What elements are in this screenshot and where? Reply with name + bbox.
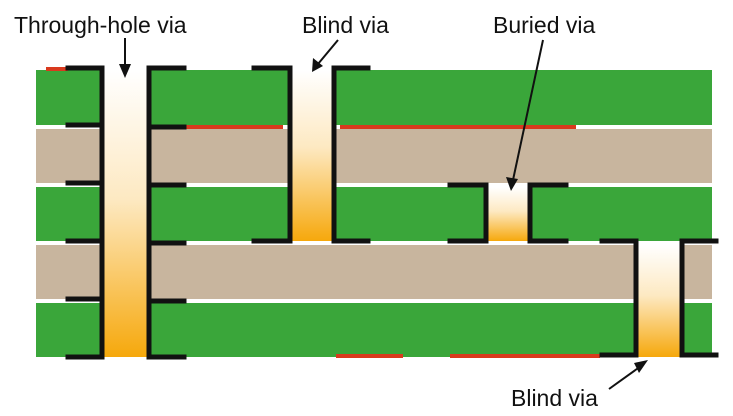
through-hole-arrow (119, 38, 131, 78)
label-blind-via-top: Blind via (302, 12, 389, 38)
blind-via-bottom (599, 238, 719, 358)
buried-via (447, 182, 569, 244)
label-buried-via: Buried via (493, 12, 595, 38)
buried-via-barrel (488, 187, 528, 241)
blind-bottom-arrow (608, 360, 648, 390)
through-hole-via (65, 65, 187, 360)
via-barrels (104, 70, 680, 357)
blind-via-top-barrel (292, 70, 332, 241)
through-hole-barrel (104, 70, 147, 357)
blind-via-bottom-barrel (638, 245, 680, 357)
buried-arrow (506, 39, 544, 191)
label-through-hole-via: Through-hole via (14, 12, 187, 38)
labels: Through-hole via Blind via Buried via Bl… (14, 12, 598, 411)
blind-via-top (251, 65, 371, 244)
arrows (119, 38, 648, 390)
label-blind-via-bottom: Blind via (511, 385, 598, 411)
via-conductors (65, 65, 719, 360)
copper-traces (46, 67, 600, 358)
blind-top-arrow (312, 39, 339, 72)
